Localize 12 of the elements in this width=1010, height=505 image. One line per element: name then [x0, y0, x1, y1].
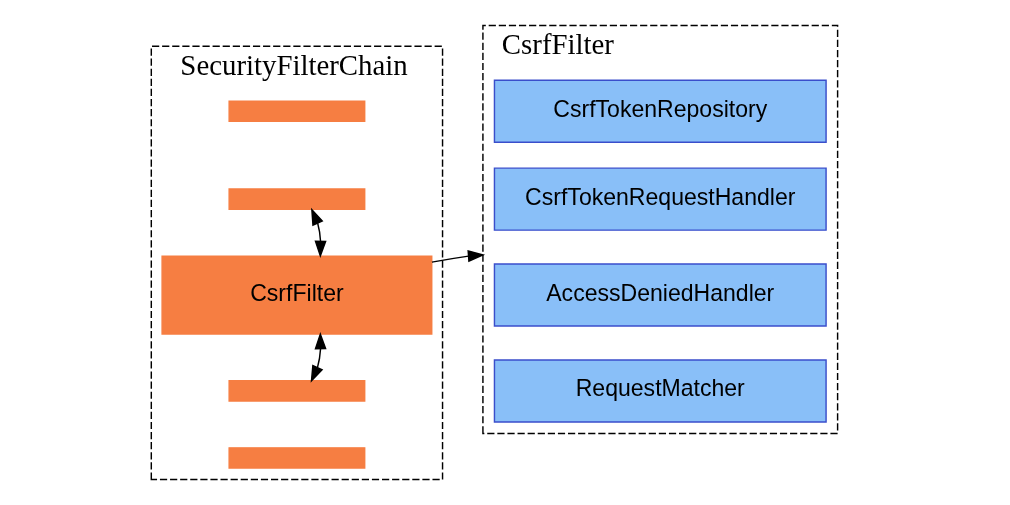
arrow [310, 332, 327, 383]
node-bar [227, 380, 365, 402]
node-box: AccessDeniedHandler [493, 263, 827, 327]
node-box: CsrfFilter [160, 255, 432, 335]
node-box: RequestMatcher [493, 359, 827, 423]
node-bar [227, 188, 365, 210]
node-box: CsrfTokenRepository [493, 79, 827, 143]
node-box: CsrfTokenRequestHandler [493, 167, 827, 231]
arrow [310, 207, 327, 259]
node-bar [227, 447, 365, 469]
arrow [430, 250, 485, 263]
node-bar [227, 100, 365, 122]
